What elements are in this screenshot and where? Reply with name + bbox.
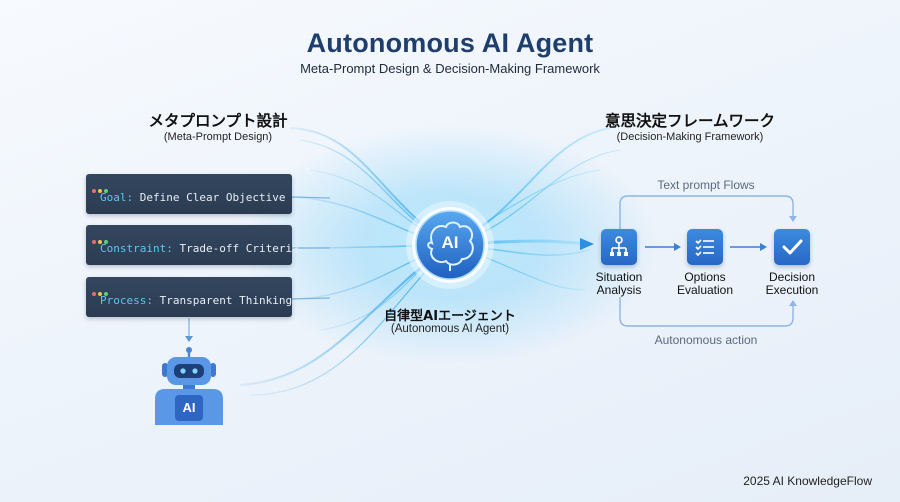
step-line1: Situation bbox=[595, 270, 643, 284]
meta-prompt-subtitle: (Meta-Prompt Design) bbox=[163, 131, 273, 143]
checkmark-icon bbox=[774, 229, 810, 265]
step-line2: Execution bbox=[765, 283, 819, 297]
brain-orb bbox=[406, 201, 494, 289]
process-card: Process: Transparent Thinking bbox=[86, 277, 292, 317]
robot-illustration bbox=[155, 347, 223, 425]
card-text: Trade-off Criteria bbox=[179, 242, 299, 255]
window-dots-icon bbox=[92, 229, 110, 244]
agent-badge: AI bbox=[441, 233, 459, 252]
constraint-card: Constraint: Trade-off Criteria bbox=[86, 225, 299, 265]
step-line2: Evaluation bbox=[676, 283, 734, 297]
down-arrow-icon bbox=[185, 336, 193, 342]
step-line1: Options bbox=[684, 270, 726, 284]
decision-framework-title: 意思決定フレームワーク bbox=[604, 112, 776, 130]
window-dots-icon bbox=[92, 178, 110, 193]
step-line1: Decision bbox=[768, 270, 816, 284]
agent-label: 自律型AIエージェント bbox=[384, 309, 516, 324]
loop-bottom-label: Autonomous action bbox=[654, 333, 758, 347]
footer-credit: 2025 AI KnowledgeFlow bbox=[743, 474, 872, 488]
page-subtitle: Meta-Prompt Design & Decision-Making Fra… bbox=[300, 61, 600, 76]
card-key: Goal: bbox=[100, 191, 134, 204]
hierarchy-icon bbox=[601, 229, 637, 265]
checklist-icon bbox=[687, 229, 723, 265]
card-key: Constraint: bbox=[100, 242, 173, 255]
card-text: Define Clear Objective bbox=[139, 191, 286, 204]
decision-loop bbox=[619, 195, 794, 327]
step-arrow-icon bbox=[674, 243, 681, 251]
card-connectors bbox=[188, 196, 331, 338]
card-text: Transparent Thinking bbox=[159, 294, 293, 307]
flow-arrowhead-icon bbox=[580, 238, 594, 250]
card-key: Process: bbox=[100, 294, 153, 307]
page-title: Autonomous AI Agent bbox=[306, 28, 594, 58]
loop-arrow-up-icon bbox=[789, 300, 797, 306]
step-options-evaluation: Options Evaluation bbox=[660, 271, 750, 297]
goal-card: Goal: Define Clear Objective bbox=[86, 174, 292, 214]
decision-framework-subtitle: (Decision-Making Framework) bbox=[616, 131, 764, 143]
agent-sublabel: (Autonomous AI Agent) bbox=[390, 323, 510, 335]
robot-label: AI bbox=[182, 400, 196, 415]
step-decision-execution: Decision Execution bbox=[747, 271, 837, 297]
meta-prompt-title: メタプロンプト設計 bbox=[148, 112, 288, 130]
step-arrow-icon bbox=[760, 243, 767, 251]
step-situation-analysis: Situation Analysis bbox=[574, 271, 664, 297]
step-line2: Analysis bbox=[596, 283, 642, 297]
loop-top-label: Text prompt Flows bbox=[657, 178, 755, 192]
loop-arrow-down-icon bbox=[789, 216, 797, 222]
window-dots-icon bbox=[92, 281, 110, 296]
